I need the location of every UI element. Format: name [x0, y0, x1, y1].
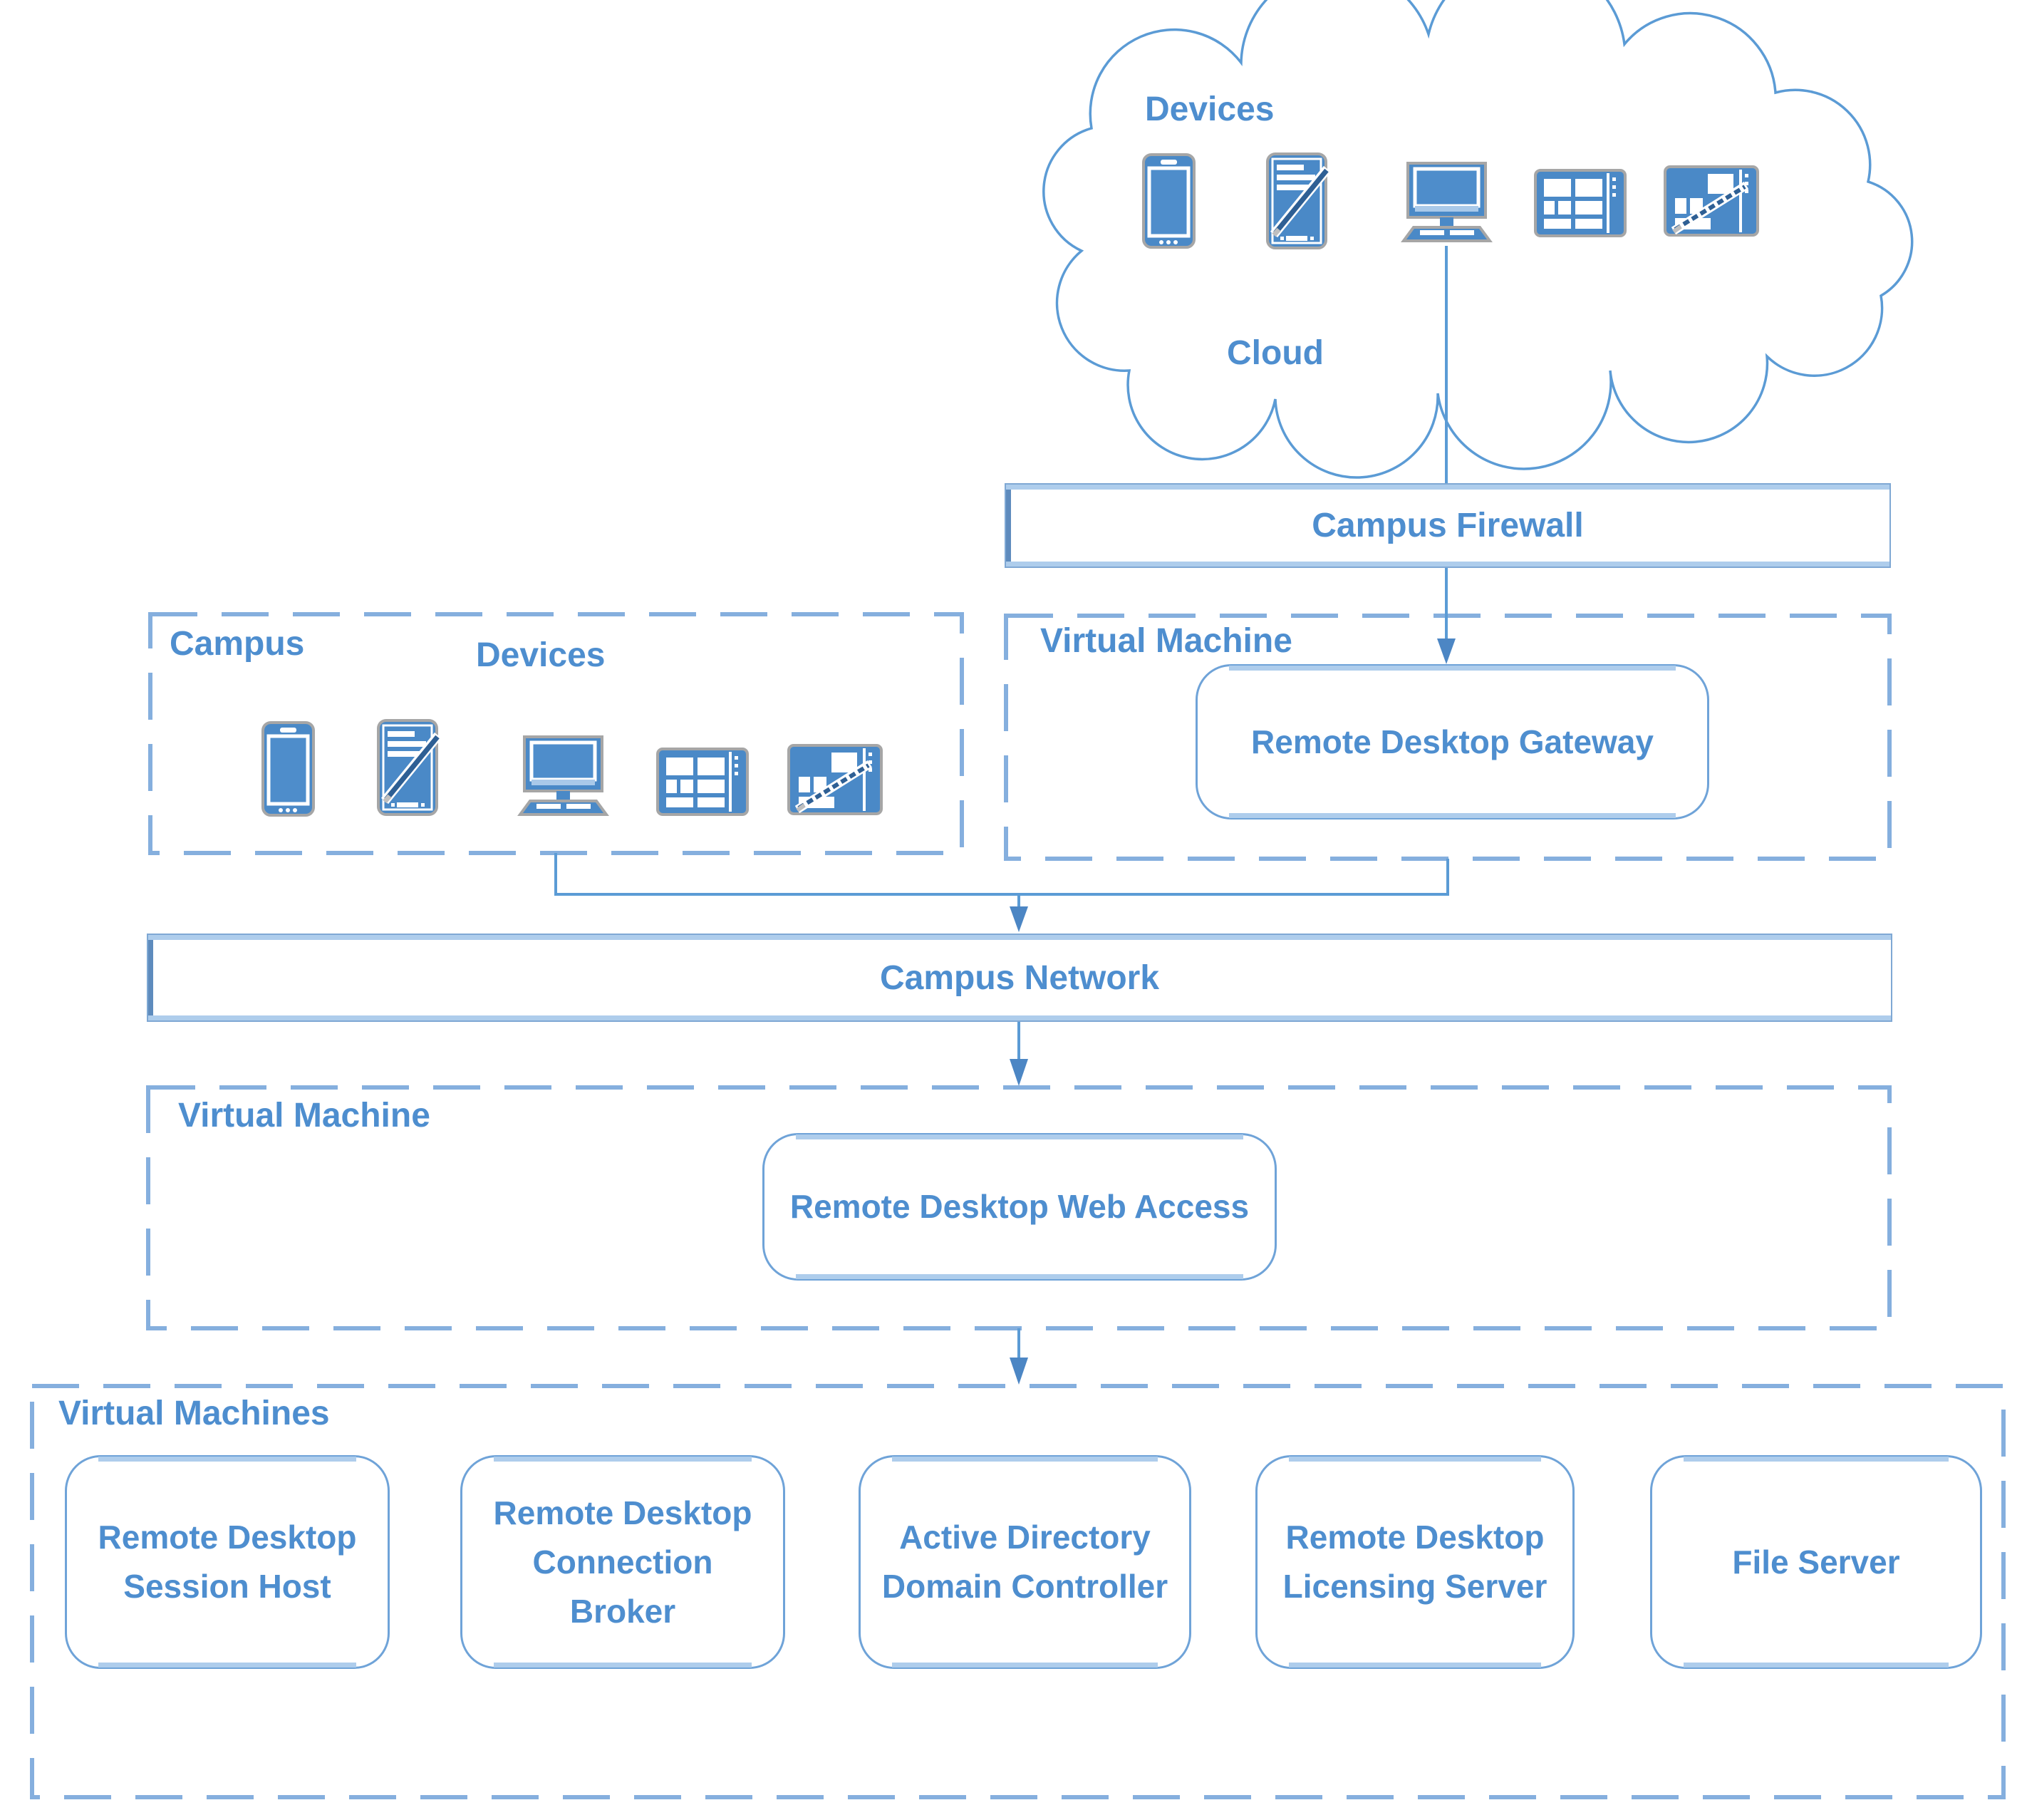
cloud-label: Cloud [1227, 334, 1324, 372]
remote-desktop-web-access-label: Remote Desktop Web Access [789, 1188, 1250, 1225]
cloud-devices-label: Devices [1145, 91, 1275, 128]
arrowheads [1010, 638, 1456, 1385]
cloud-shape [1042, 0, 1914, 479]
ad-domain-controller-node: Active Directory Domain Controller [859, 1455, 1191, 1669]
rd-connection-broker-node: Remote Desktop Connection Broker [460, 1455, 785, 1669]
campus-network-box: Campus Network [147, 934, 1892, 1022]
desktop-computer-icon [1404, 163, 1490, 241]
vm-zone-label: Virtual Machines [58, 1395, 330, 1432]
campus-firewall-box: Campus Firewall [1005, 483, 1891, 568]
cloud-device-icons [1144, 154, 1758, 248]
tablet-with-stylus-icon [1267, 154, 1327, 248]
tablet-grid-with-stylus-icon [789, 745, 881, 814]
tablet-grid-with-stylus-icon [1665, 167, 1758, 235]
ad-domain-controller-label: Active Directory Domain Controller [881, 1519, 1168, 1605]
arrow-to-gateway [1437, 638, 1456, 664]
remote-desktop-web-access-node: Remote Desktop Web Access [762, 1133, 1277, 1281]
rd-licensing-server-node: Remote Desktop Licensing Server [1255, 1455, 1575, 1669]
tablet-with-stylus-icon [378, 720, 438, 815]
web-access-zone-label: Virtual Machine [178, 1097, 430, 1134]
file-server-node: File Server [1650, 1455, 1982, 1669]
rd-session-host-label: Remote Desktop Session Host [98, 1519, 357, 1605]
smartphone-icon [1144, 155, 1194, 247]
rd-session-host-node: Remote Desktop Session Host [65, 1455, 390, 1669]
campus-device-icons [263, 720, 881, 815]
vm-zone-border [30, 1384, 2006, 1799]
arrow-to-campus-network [1010, 906, 1028, 932]
remote-desktop-gateway-label: Remote Desktop Gateway [1251, 723, 1654, 760]
desktop-computer-icon [520, 737, 606, 815]
rd-connection-broker-label: Remote Desktop Connection Broker [493, 1494, 752, 1630]
arrow-to-web-access-zone [1010, 1059, 1028, 1086]
campus-firewall-label: Campus Firewall [1312, 507, 1584, 544]
smartphone-icon [263, 723, 313, 815]
campus-network-label: Campus Network [879, 958, 1160, 997]
tablet-grid-icon [1534, 169, 1627, 237]
gateway-zone-label: Virtual Machine [1040, 622, 1292, 660]
campus-zone-label: Campus [170, 625, 305, 663]
campus-devices-label: Devices [476, 636, 606, 674]
connector-lines [554, 246, 1449, 1360]
remote-desktop-gateway-node: Remote Desktop Gateway [1196, 664, 1709, 819]
tablet-grid-icon [656, 748, 749, 816]
arrow-to-vm-zone [1010, 1358, 1028, 1385]
rd-licensing-server-label: Remote Desktop Licensing Server [1282, 1519, 1547, 1605]
file-server-label: File Server [1732, 1543, 1900, 1581]
